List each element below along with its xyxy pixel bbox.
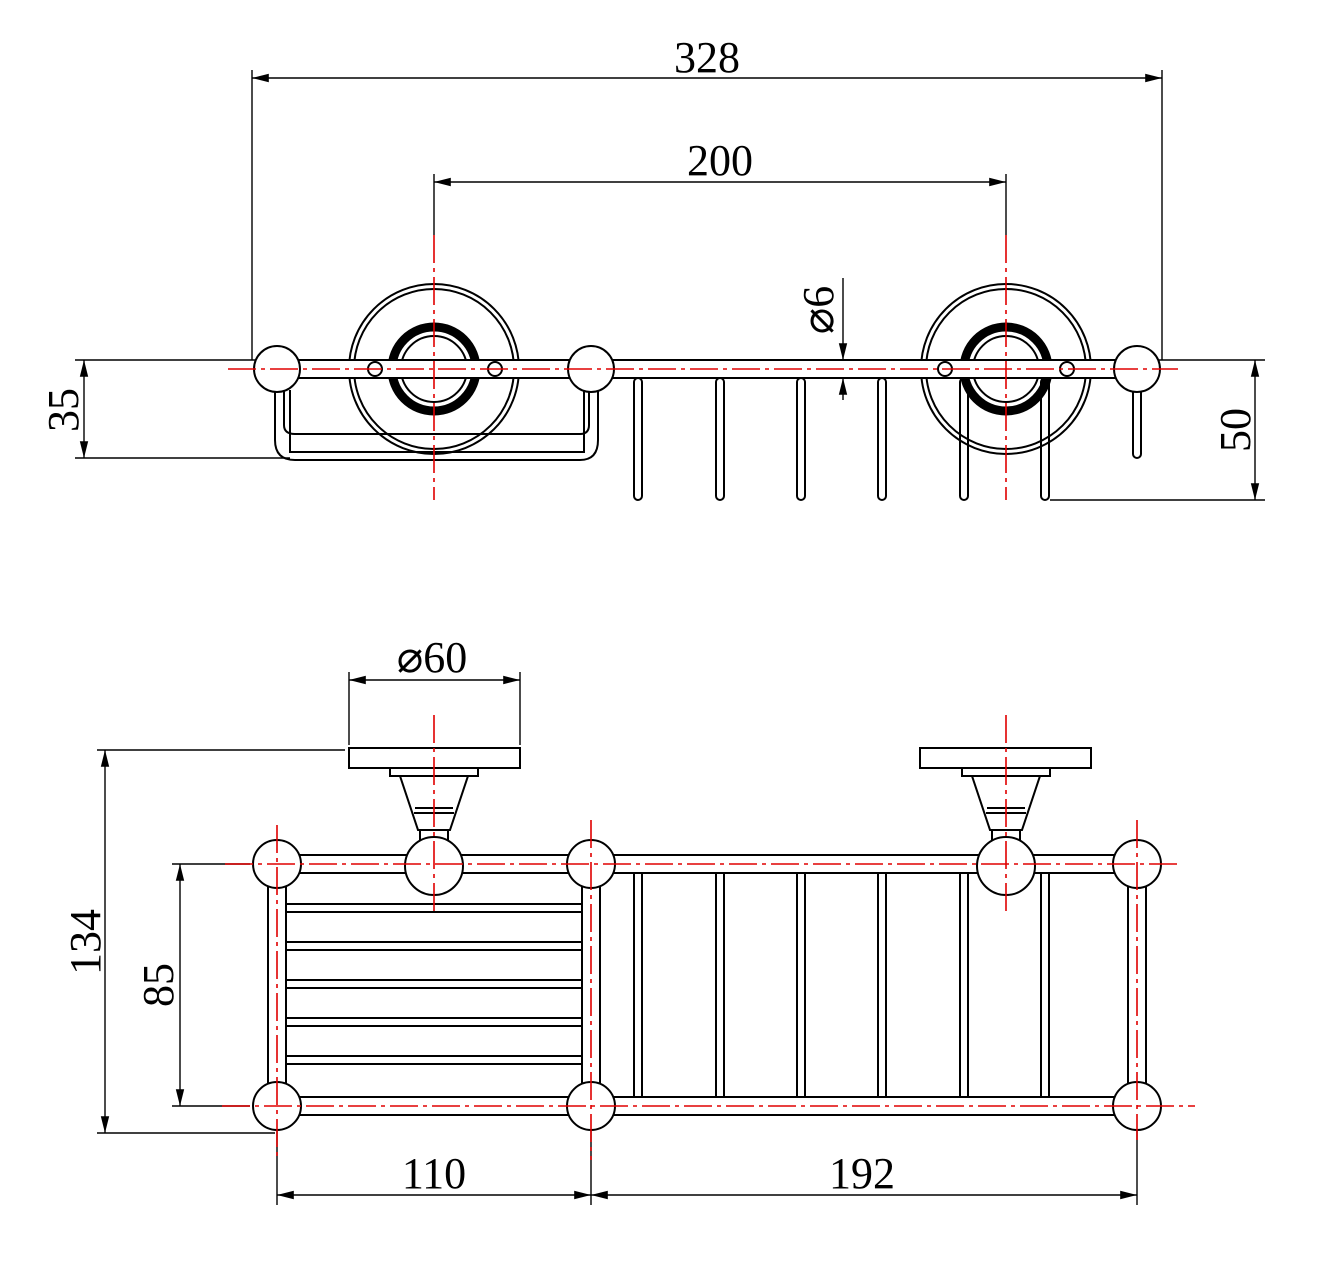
dimension-label: 110 <box>402 1149 466 1198</box>
dimension-label: 134 <box>61 909 110 975</box>
dimension-label: 35 <box>39 388 88 432</box>
dimension-overall-width: 328 <box>251 33 1163 360</box>
left-basket-slats <box>285 903 583 1065</box>
dimension-label: 50 <box>1211 408 1260 452</box>
right-basket-wires <box>633 872 1050 1098</box>
front-view: ⌀60 134 85 110 192 <box>61 633 1195 1205</box>
centerlines <box>228 235 1178 500</box>
dimension-wire-diameter: ⌀6 <box>794 278 848 400</box>
dimension-frame-height: 85 <box>134 864 185 1106</box>
dimension-mount-spacing: 200 <box>433 136 1007 235</box>
dimension-right-width: 192 <box>591 1149 1137 1200</box>
dimension-label: ⌀60 <box>397 633 468 682</box>
dimension-plate-diameter: ⌀60 <box>348 633 521 745</box>
dimension-label: ⌀6 <box>794 286 843 335</box>
centerlines <box>222 715 1195 1160</box>
basket-wires <box>633 377 1142 501</box>
dimension-label: 200 <box>687 136 753 185</box>
top-view: 328 200 35 50 ⌀6 <box>39 33 1265 501</box>
dimension-label: 192 <box>829 1149 895 1198</box>
dimension-label: 328 <box>674 33 740 82</box>
dimension-label: 85 <box>134 963 183 1007</box>
dimension-left-width: 110 <box>277 1149 591 1200</box>
dimension-rail-depth: 35 <box>39 360 89 458</box>
left-basket-outline <box>274 390 599 461</box>
dimension-total-height: 134 <box>61 750 110 1133</box>
dimension-basket-depth: 50 <box>1211 360 1260 500</box>
